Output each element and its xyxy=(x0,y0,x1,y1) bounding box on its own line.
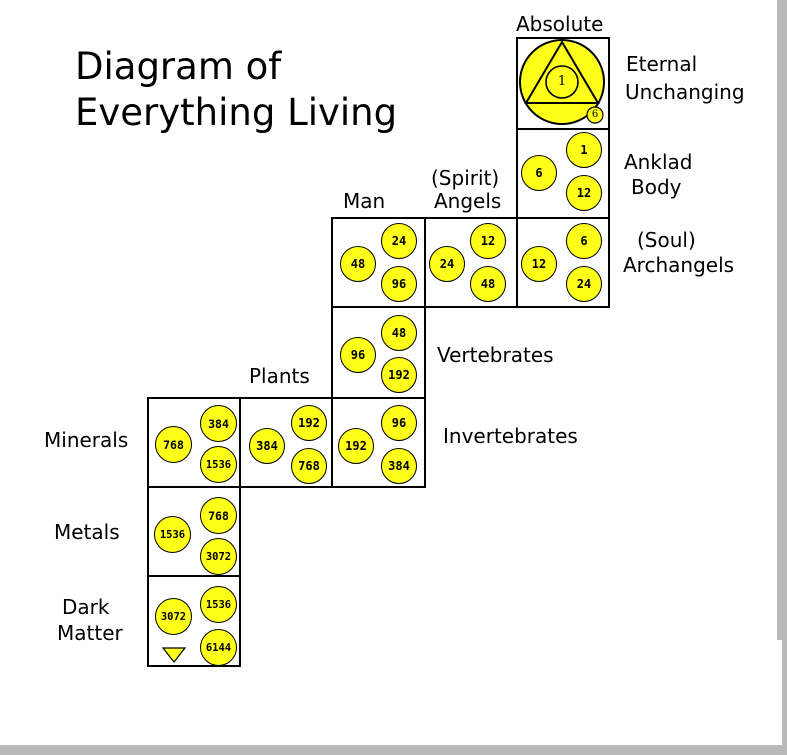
label-body: Body xyxy=(631,175,682,199)
minerals-top-circle: 384 xyxy=(200,405,237,442)
plants-bottom-circle: 768 xyxy=(291,448,327,484)
invertebrates-top-circle: 96 xyxy=(381,405,417,441)
label-unchanging: Unchanging xyxy=(625,80,745,104)
label-spirit: (Spirit) xyxy=(431,166,500,190)
archangels-left-circle: 12 xyxy=(521,246,557,282)
archangels-top-circle: 6 xyxy=(566,223,602,259)
minerals-bottom-circle: 1536 xyxy=(200,446,237,483)
dark-matter-top-circle: 1536 xyxy=(200,586,237,623)
label-angels: Angels xyxy=(434,189,502,213)
metals-left-circle: 1536 xyxy=(154,516,191,553)
label-eternal: Eternal xyxy=(626,52,698,76)
diagram-title: Diagram of Everything Living xyxy=(75,44,397,136)
metals-bottom-circle: 3072 xyxy=(200,538,237,575)
man-left-circle: 48 xyxy=(340,246,376,282)
vertebrates-left-circle: 96 xyxy=(340,337,376,373)
plants-top-circle: 192 xyxy=(291,405,327,441)
man-top-circle: 24 xyxy=(381,223,417,259)
label-soul: (Soul) xyxy=(637,228,696,252)
anklad-bottom-circle: 12 xyxy=(566,175,602,211)
label-archangels: Archangels xyxy=(623,253,735,277)
invertebrates-bottom-circle: 384 xyxy=(381,448,417,484)
vertebrates-bottom-circle: 192 xyxy=(381,357,417,393)
label-minerals: Minerals xyxy=(44,428,129,452)
angels-bottom-circle: 48 xyxy=(470,266,506,302)
frame-bottom xyxy=(0,745,787,755)
absolute-small-circle xyxy=(586,106,604,124)
label-anklad: Anklad xyxy=(624,150,693,174)
dark-matter-left-circle: 3072 xyxy=(155,598,192,635)
label-dark: Dark xyxy=(62,595,110,619)
absolute-small-value: 6 xyxy=(591,109,599,120)
dark-matter-bottom-circle: 6144 xyxy=(200,629,237,666)
plants-left-circle: 384 xyxy=(249,428,285,464)
anklad-left-circle: 6 xyxy=(521,155,557,191)
label-absolute: Absolute xyxy=(516,12,604,36)
frame-right xyxy=(777,0,787,640)
label-plants: Plants xyxy=(249,364,310,388)
minerals-left-circle: 768 xyxy=(155,426,192,463)
label-vertebrates: Vertebrates xyxy=(437,343,554,367)
inner-circle xyxy=(545,65,579,99)
triangle-icon xyxy=(524,40,600,104)
invertebrates-left-circle: 192 xyxy=(338,428,374,464)
label-matter: Matter xyxy=(57,621,123,645)
frame-right-lower xyxy=(782,640,787,755)
vertebrates-top-circle: 48 xyxy=(381,315,417,351)
anklad-top-circle: 1 xyxy=(566,132,602,168)
label-man: Man xyxy=(343,189,386,213)
archangels-bottom-circle: 24 xyxy=(566,266,602,302)
angels-left-circle: 24 xyxy=(429,246,465,282)
man-bottom-circle: 96 xyxy=(381,266,417,302)
title-line-2: Everything Living xyxy=(75,91,398,134)
metals-top-circle: 768 xyxy=(200,497,237,534)
down-triangle-icon xyxy=(161,647,187,663)
absolute-center-value: 1 xyxy=(557,74,567,89)
label-invertebrates: Invertebrates xyxy=(443,424,578,448)
angels-top-circle: 12 xyxy=(470,223,506,259)
label-metals: Metals xyxy=(54,520,120,544)
title-line-1: Diagram of xyxy=(75,45,282,88)
